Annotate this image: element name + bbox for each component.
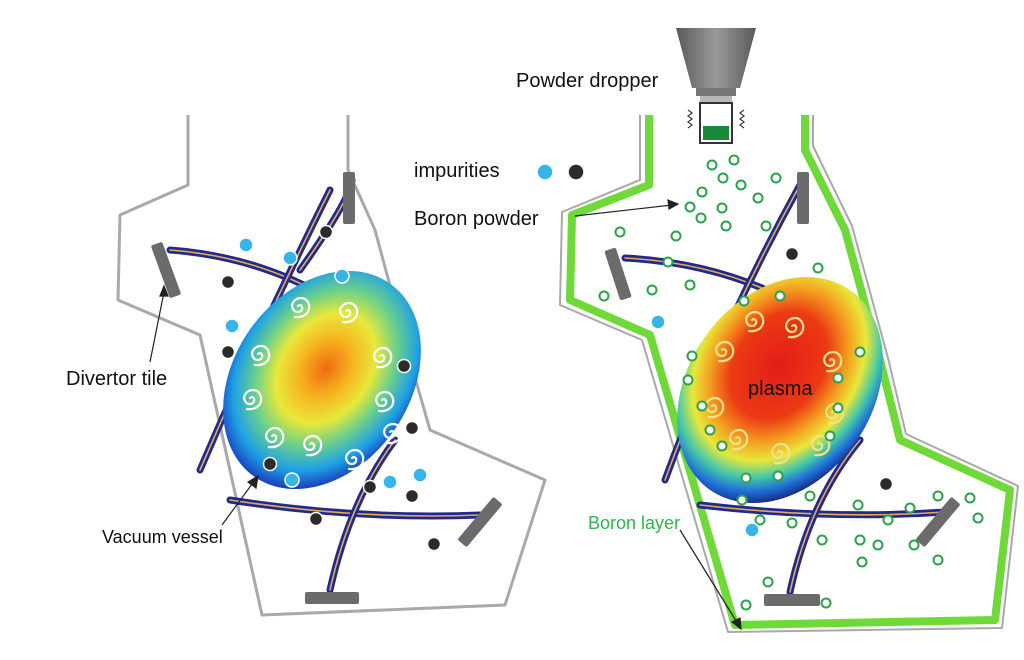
- powder-dropper-label: Powder dropper: [516, 70, 659, 92]
- vacuum-vessel-wall: [116, 115, 547, 617]
- boron-powder-label: Boron powder: [414, 208, 539, 230]
- plasma-label: plasma: [748, 378, 813, 400]
- left-arrows: [149, 284, 259, 526]
- boron-layer: [566, 115, 1014, 629]
- left-impurities: [220, 224, 442, 552]
- impurities-label: impurities: [414, 160, 500, 182]
- divertor-tile-label: Divertor tile: [66, 368, 168, 390]
- right-plasma: [677, 276, 883, 504]
- right-impurities: [650, 246, 894, 538]
- divertor-tile: [305, 592, 359, 604]
- vacuum-vessel-wall-right: [559, 115, 1019, 633]
- divertor-tile: [343, 172, 355, 224]
- left-divertor-tiles: [151, 172, 502, 604]
- vibration-icon: [686, 109, 746, 129]
- impurity-dark-legend-dot: [567, 163, 585, 181]
- boron-particles: [598, 154, 984, 611]
- divertor-tile: [764, 594, 820, 606]
- divertor-tile: [797, 172, 809, 224]
- divertor-tile: [151, 242, 181, 298]
- boron-layer-label: Boron layer: [588, 513, 681, 533]
- divertor-tile: [458, 497, 502, 547]
- divertor-tile: [604, 247, 632, 301]
- impurity-light-legend-dot: [536, 163, 554, 181]
- funnel-icon: [676, 28, 756, 88]
- right-vessel: [559, 28, 1019, 633]
- divertor-tile: [916, 497, 960, 547]
- powder-dropper: [676, 28, 756, 144]
- right-divertor-tiles: [604, 172, 960, 606]
- right-arrows: [574, 199, 742, 631]
- vacuum-vessel-label: Vacuum vessel: [102, 527, 223, 547]
- left-vessel: [116, 115, 547, 617]
